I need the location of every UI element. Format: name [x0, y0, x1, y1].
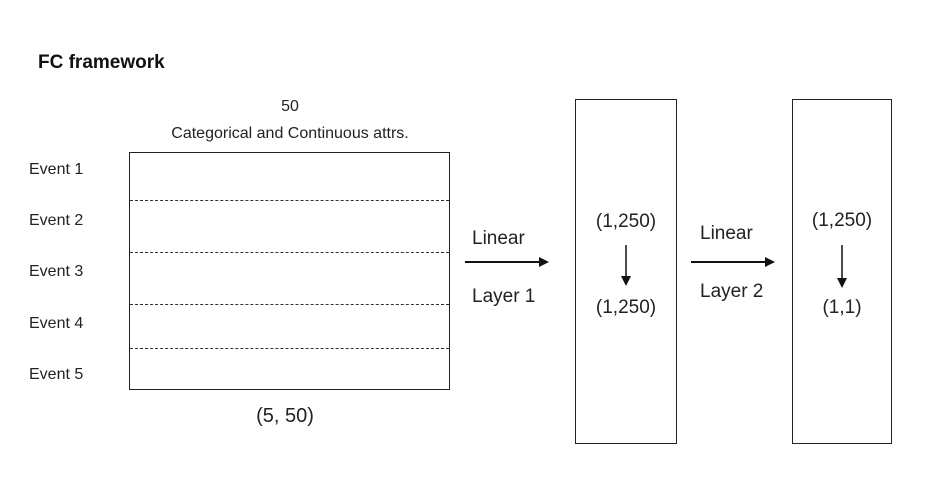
attribute-description: Categorical and Continuous attrs. — [171, 125, 409, 142]
layer1-input-shape: (1,250) — [595, 211, 657, 232]
layer2-output-shape: (1,1) — [822, 297, 862, 318]
event-label-4: Event 4 — [29, 315, 84, 332]
diagram-title: FC framework — [38, 52, 165, 73]
layer2-input-shape: (1,250) — [811, 210, 873, 231]
event-label-3: Event 3 — [29, 263, 84, 280]
input-shape-label: (5, 50) — [256, 405, 314, 427]
event-label-5: Event 5 — [29, 366, 84, 383]
layer2-op-label: Linear — [700, 223, 753, 244]
layer1-box: (1,250) (1,250) — [575, 99, 677, 444]
event-label-1: Event 1 — [29, 161, 84, 178]
attribute-count: 50 — [281, 98, 299, 115]
layer1-down-arrow — [621, 245, 631, 286]
layer1-arrow — [465, 257, 549, 267]
row-divider — [130, 200, 449, 201]
row-divider — [130, 252, 449, 253]
row-divider — [130, 348, 449, 349]
layer2-down-arrow — [837, 245, 847, 288]
input-matrix — [129, 152, 450, 390]
layer1-op-label: Linear — [472, 228, 525, 249]
layer1-output-shape: (1,250) — [595, 297, 657, 318]
layer2-name-label: Layer 2 — [700, 281, 764, 302]
layer2-arrow — [691, 257, 775, 267]
row-divider — [130, 304, 449, 305]
layer2-box: (1,250) (1,1) — [792, 99, 892, 444]
layer1-name-label: Layer 1 — [472, 286, 536, 307]
event-label-2: Event 2 — [29, 212, 84, 229]
